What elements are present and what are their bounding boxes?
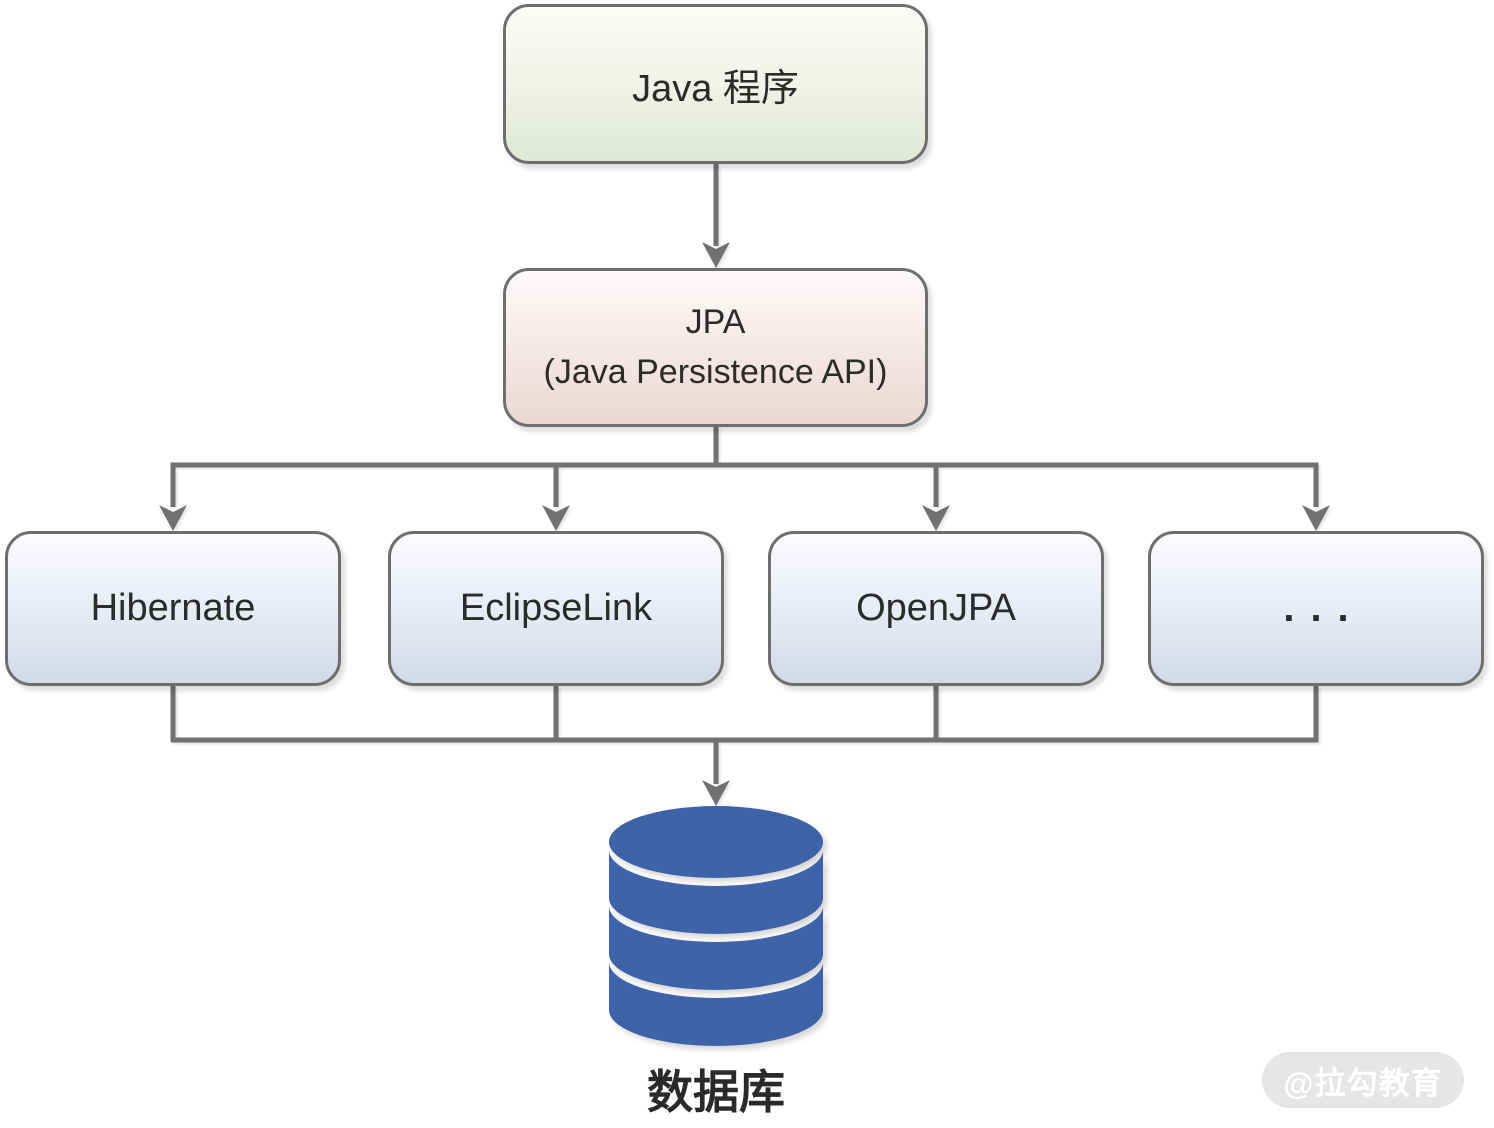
arrowhead-into-hibernate-icon [159,505,187,531]
arrowhead-into-database-icon [702,780,730,806]
database-icon [609,806,823,1046]
box-openjpa: OpenJPA [768,531,1104,686]
watermark-badge: @拉勾教育 [1262,1052,1464,1108]
arrowhead-into-eclipselink-icon [542,505,570,531]
box-eclipselink: EclipseLink [388,531,724,686]
box-jpa: JPA (Java Persistence API) [503,268,928,427]
arrowhead-into-openjpa-icon [922,505,950,531]
box-java-program: Java 程序 [503,4,928,164]
watermark-text: @拉勾教育 [1283,1065,1443,1101]
openjpa-label: OpenJPA [856,587,1016,629]
hibernate-label: Hibernate [90,587,256,629]
ellipsis-label: ... [1283,586,1365,630]
eclipselink-label: EclipseLink [459,587,653,629]
jpa-label-line1: JPA [685,303,746,342]
database-label: 数据库 [647,1066,785,1118]
box-other-providers: ... [1148,531,1484,686]
arrowhead-into-dots-icon [1302,505,1330,531]
box-hibernate: Hibernate [5,531,341,686]
jpa-label-line2: (Java Persistence API) [543,352,888,391]
java-program-label: Java 程序 [632,67,799,110]
arrowhead-into-jpa-icon [702,242,730,268]
